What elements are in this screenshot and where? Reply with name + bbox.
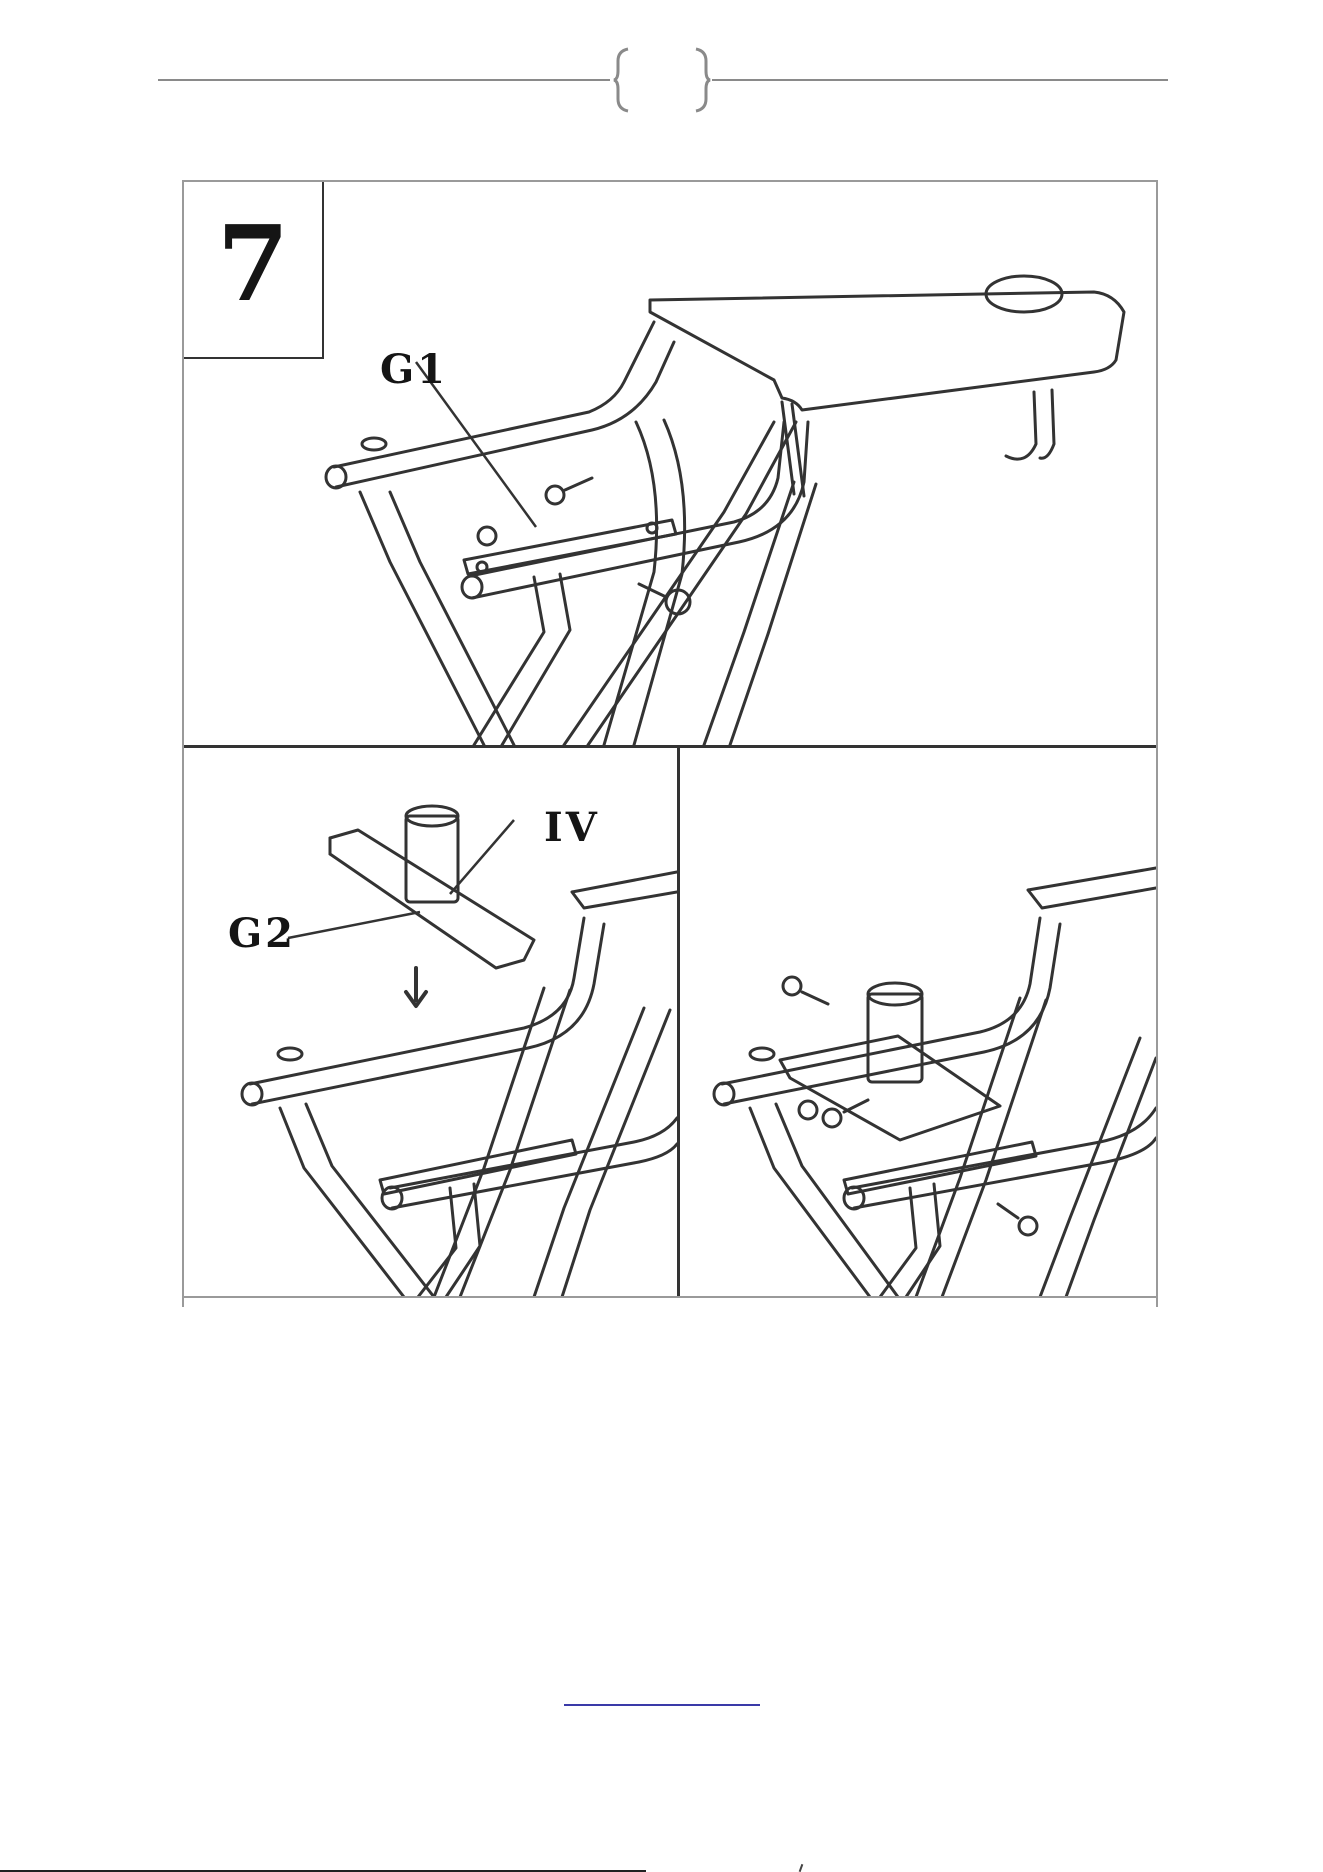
page-number-bracket (612, 47, 712, 113)
plate-g1 (464, 520, 676, 574)
label-g2: G2 (228, 910, 296, 957)
top-panel-drawing (184, 182, 1156, 745)
header-rule-left (158, 79, 610, 81)
back-rail (334, 322, 654, 467)
legs (360, 492, 514, 745)
rail-cap (362, 438, 386, 450)
figure-bottom-rule (182, 1296, 1158, 1298)
iv-leader (450, 820, 514, 894)
bottom-left-drawing (184, 748, 677, 1297)
iv-holder-plate (330, 830, 534, 968)
bottom-right-drawing (680, 748, 1156, 1297)
header-rule-right (712, 79, 1168, 81)
assembly-figure: 7 (182, 180, 1158, 1307)
g2-leader (288, 912, 420, 938)
hook (1006, 390, 1054, 459)
down-arrow (406, 968, 426, 1006)
footer-link-underline (564, 1704, 760, 1706)
label-g1: G1 (380, 346, 448, 393)
footer-tick (799, 1864, 804, 1872)
label-iv: IV (544, 804, 600, 851)
